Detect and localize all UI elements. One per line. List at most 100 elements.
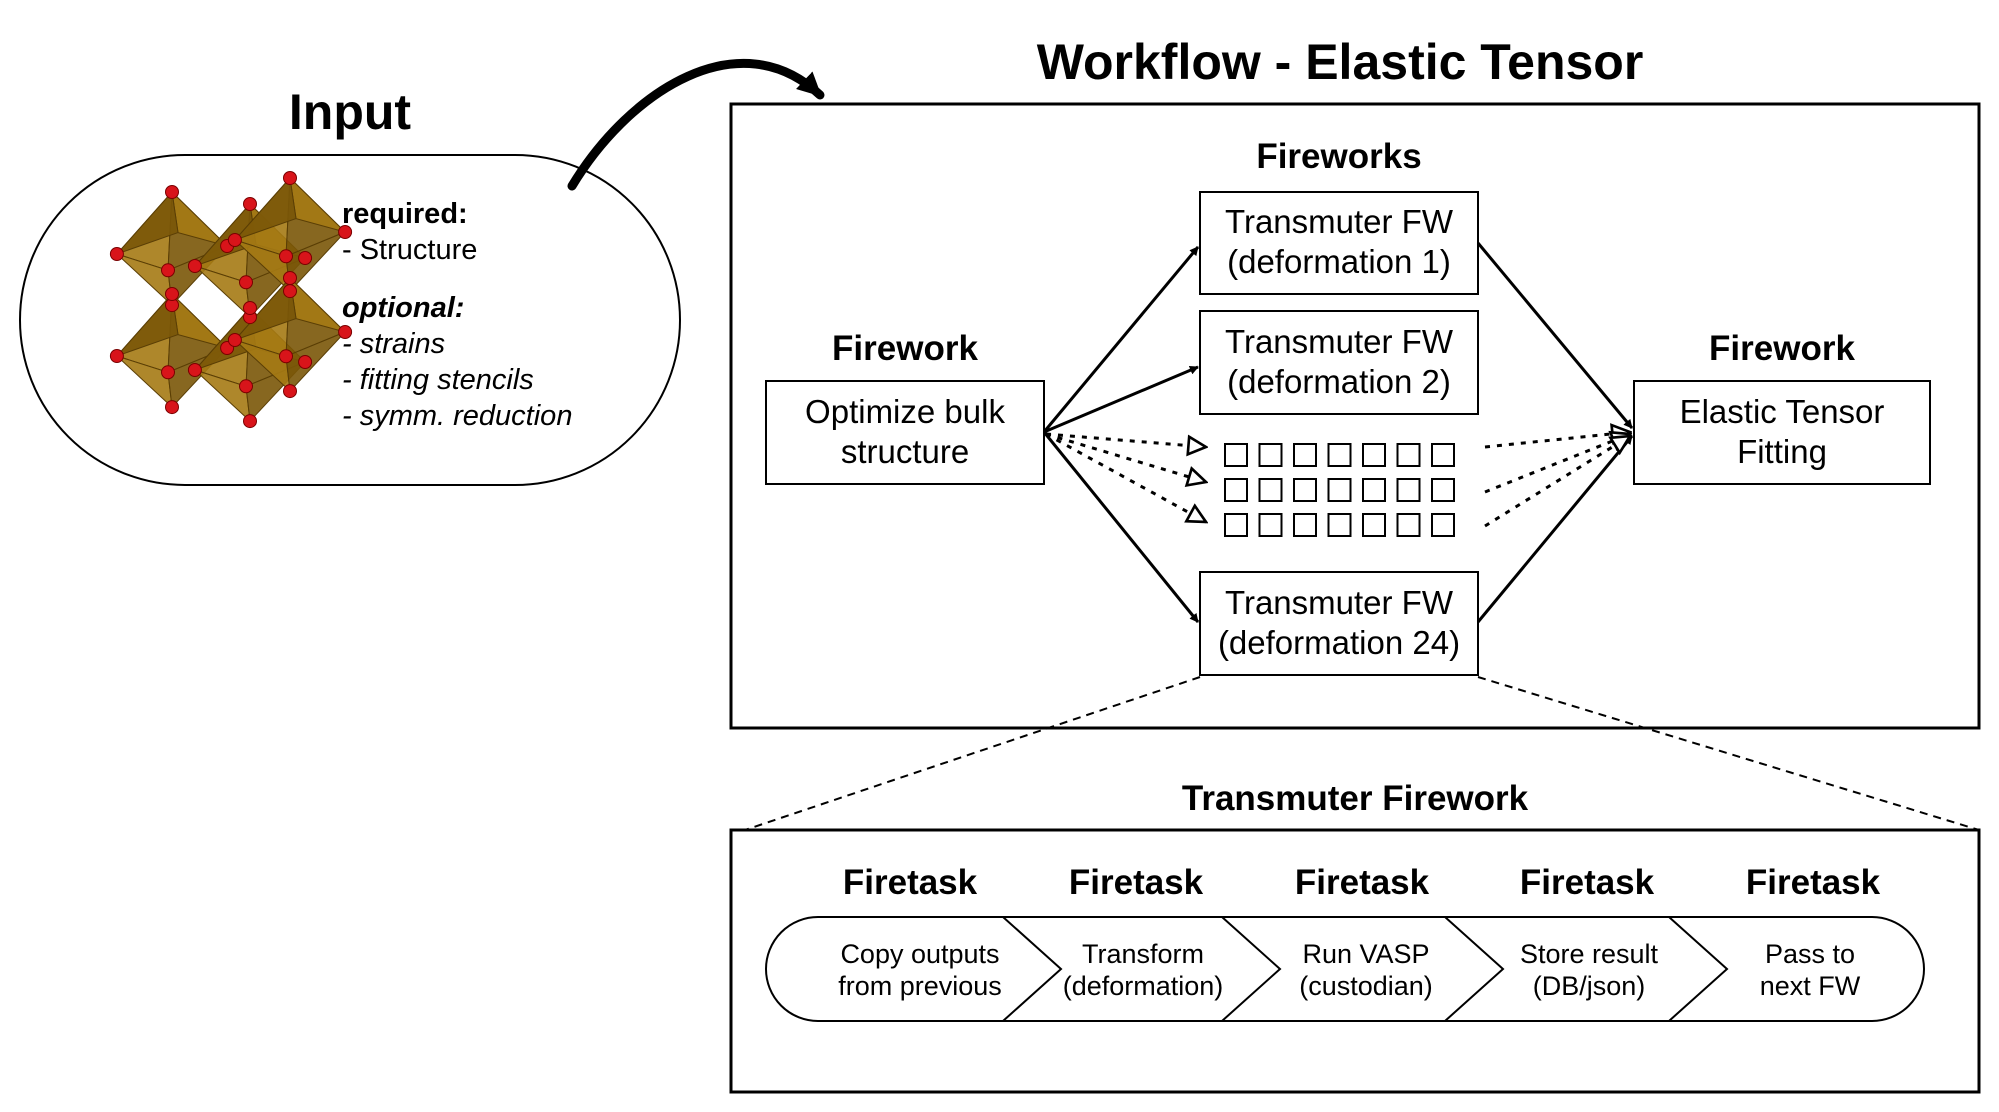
deformation-placeholder-square	[1362, 443, 1386, 467]
transmuter-firework-title: Transmuter Firework	[1181, 779, 1529, 818]
optimize-bulk-structure-label: Optimize bulk structure	[766, 392, 1044, 471]
dotted-arrow-left-1	[1045, 432, 1206, 447]
deformation-placeholder-square	[1293, 478, 1317, 502]
octahedron-face	[115, 190, 179, 256]
optional-label: optional:	[342, 292, 465, 324]
oxygen-atom	[283, 171, 297, 185]
oxygen-atom	[161, 263, 175, 278]
arrow-to-transmuter-24	[1042, 431, 1200, 623]
oxygen-atom	[298, 251, 313, 265]
zoom-line-right	[1477, 676, 1980, 831]
arrow-to-transmuter-1	[1042, 246, 1200, 433]
required-label: required:	[342, 198, 468, 230]
deformation-placeholder-square	[1224, 478, 1248, 502]
elastic-tensor-fitting-label: Elastic Tensor Fitting	[1634, 392, 1930, 471]
input-parameters: required: - Structure optional: - strain…	[342, 196, 662, 434]
oxygen-atom	[283, 284, 297, 299]
octahedron-face	[233, 276, 297, 342]
optimize-line-2: structure	[840, 432, 970, 470]
transmuter-fw-box-24	[1199, 571, 1479, 676]
oxygen-atom	[109, 247, 124, 261]
oxygen-atom	[279, 349, 293, 364]
task-3-line-1: Run VASP	[1302, 939, 1430, 969]
dotted-arrow-right-3	[1484, 436, 1630, 528]
optional-item-symm-reduction: - symm. reduction	[342, 400, 573, 432]
transmuter-2-line-2: (deformation 2)	[1227, 362, 1451, 400]
oxygen-atom	[187, 259, 202, 273]
transmuter-2-line-1: Transmuter FW	[1225, 323, 1453, 360]
firetask-transform: Transform (deformation)	[1043, 938, 1243, 1003]
pipeline-chevron-4	[1668, 916, 1729, 1022]
deformation-placeholder-square	[1431, 478, 1455, 502]
oxygen-atom	[283, 384, 297, 399]
elastic-line-1: Elastic Tensor	[1679, 393, 1885, 430]
deformation-placeholder-square	[1293, 513, 1317, 537]
arrow-from-transmuter-1	[1476, 242, 1634, 429]
transmuter-1-line-2: (deformation 1)	[1227, 242, 1451, 280]
transmuter-fw-box-2	[1199, 310, 1479, 415]
firetask-header-3: Firetask	[1294, 863, 1430, 902]
oxygen-atom	[298, 355, 313, 369]
dotted-arrow-right-1	[1484, 432, 1630, 449]
oxygen-atom	[187, 363, 202, 377]
oxygen-atom	[239, 275, 253, 290]
deformation-placeholder-square	[1258, 443, 1283, 467]
elastic-tensor-fitting-box	[1633, 380, 1931, 485]
transmuter-24-line-1: Transmuter FW	[1225, 584, 1453, 621]
input-to-workflow-arrow	[567, 59, 825, 191]
dotted-arrow-right-2	[1484, 434, 1630, 494]
oxygen-atom	[338, 225, 353, 239]
deformation-placeholder-square	[1224, 513, 1248, 537]
crystal-structure-image	[109, 171, 353, 429]
deformation-placeholder-grid	[1224, 443, 1455, 537]
task-1-line-1: Copy outputs	[840, 939, 1000, 969]
transmuter-24-line-2: (deformation 24)	[1217, 623, 1461, 661]
octahedron-face	[285, 331, 346, 393]
transmuter-fw-24-label: Transmuter FW (deformation 24)	[1200, 583, 1478, 662]
firetask-copy-outputs: Copy outputs from previous	[820, 938, 1020, 1003]
dotted-arrow-left-3	[1045, 432, 1206, 522]
right-firework-header: Firework	[1709, 329, 1855, 368]
octahedron-face	[233, 176, 297, 242]
arrow-from-transmuter-24	[1476, 435, 1634, 623]
deformation-placeholder-square	[1327, 513, 1352, 537]
elastic-line-2: Fitting	[1737, 432, 1827, 470]
task-5-line-2: next FW	[1759, 971, 1861, 1002]
required-item-structure: - Structure	[342, 234, 478, 266]
dotted-arrow-left-2	[1045, 432, 1206, 482]
deformation-placeholder-square	[1224, 443, 1248, 467]
oxygen-atom	[109, 349, 124, 363]
firetask-header-1: Firetask	[842, 863, 978, 902]
oxygen-atom	[239, 379, 253, 394]
oxygen-atom	[243, 197, 257, 211]
task-4-line-1: Store result	[1519, 939, 1659, 969]
task-5-line-1: Pass to	[1764, 939, 1856, 969]
firetask-pass-to-next: Pass to next FW	[1710, 938, 1910, 1003]
optimize-bulk-structure-box	[765, 380, 1045, 485]
octahedron-face	[115, 292, 179, 358]
task-1-line-2: from previous	[838, 971, 1002, 1002]
pipeline-chevron-3	[1444, 916, 1505, 1022]
firetask-store-result: Store result (DB/json)	[1489, 938, 1689, 1003]
deformation-placeholder-square	[1431, 513, 1455, 537]
arrow-to-transmuter-2	[1043, 365, 1199, 434]
deformation-placeholder-square	[1258, 478, 1283, 502]
deformation-placeholder-square	[1431, 443, 1455, 467]
firetask-header-4: Firetask	[1519, 863, 1655, 902]
zoom-line-left	[744, 676, 1201, 831]
optimize-line-1: Optimize bulk	[805, 393, 1005, 430]
transmuter-fw-box-1	[1199, 191, 1479, 295]
pipeline-chevron-1	[1002, 916, 1063, 1022]
pipeline-outline	[765, 916, 1925, 1022]
oxygen-atom	[338, 325, 353, 339]
task-3-line-2: (custodian)	[1299, 971, 1433, 1002]
transmuter-firework-box	[729, 828, 1981, 1094]
workflow-title: Workflow - Elastic Tensor	[1036, 34, 1644, 90]
deformation-placeholder-square	[1258, 513, 1283, 537]
deformation-placeholder-square	[1327, 443, 1352, 467]
deformation-placeholder-square	[1362, 478, 1386, 502]
input-capsule	[19, 154, 681, 486]
oxygen-atom	[283, 271, 297, 285]
transmuter-1-line-1: Transmuter FW	[1225, 203, 1453, 240]
